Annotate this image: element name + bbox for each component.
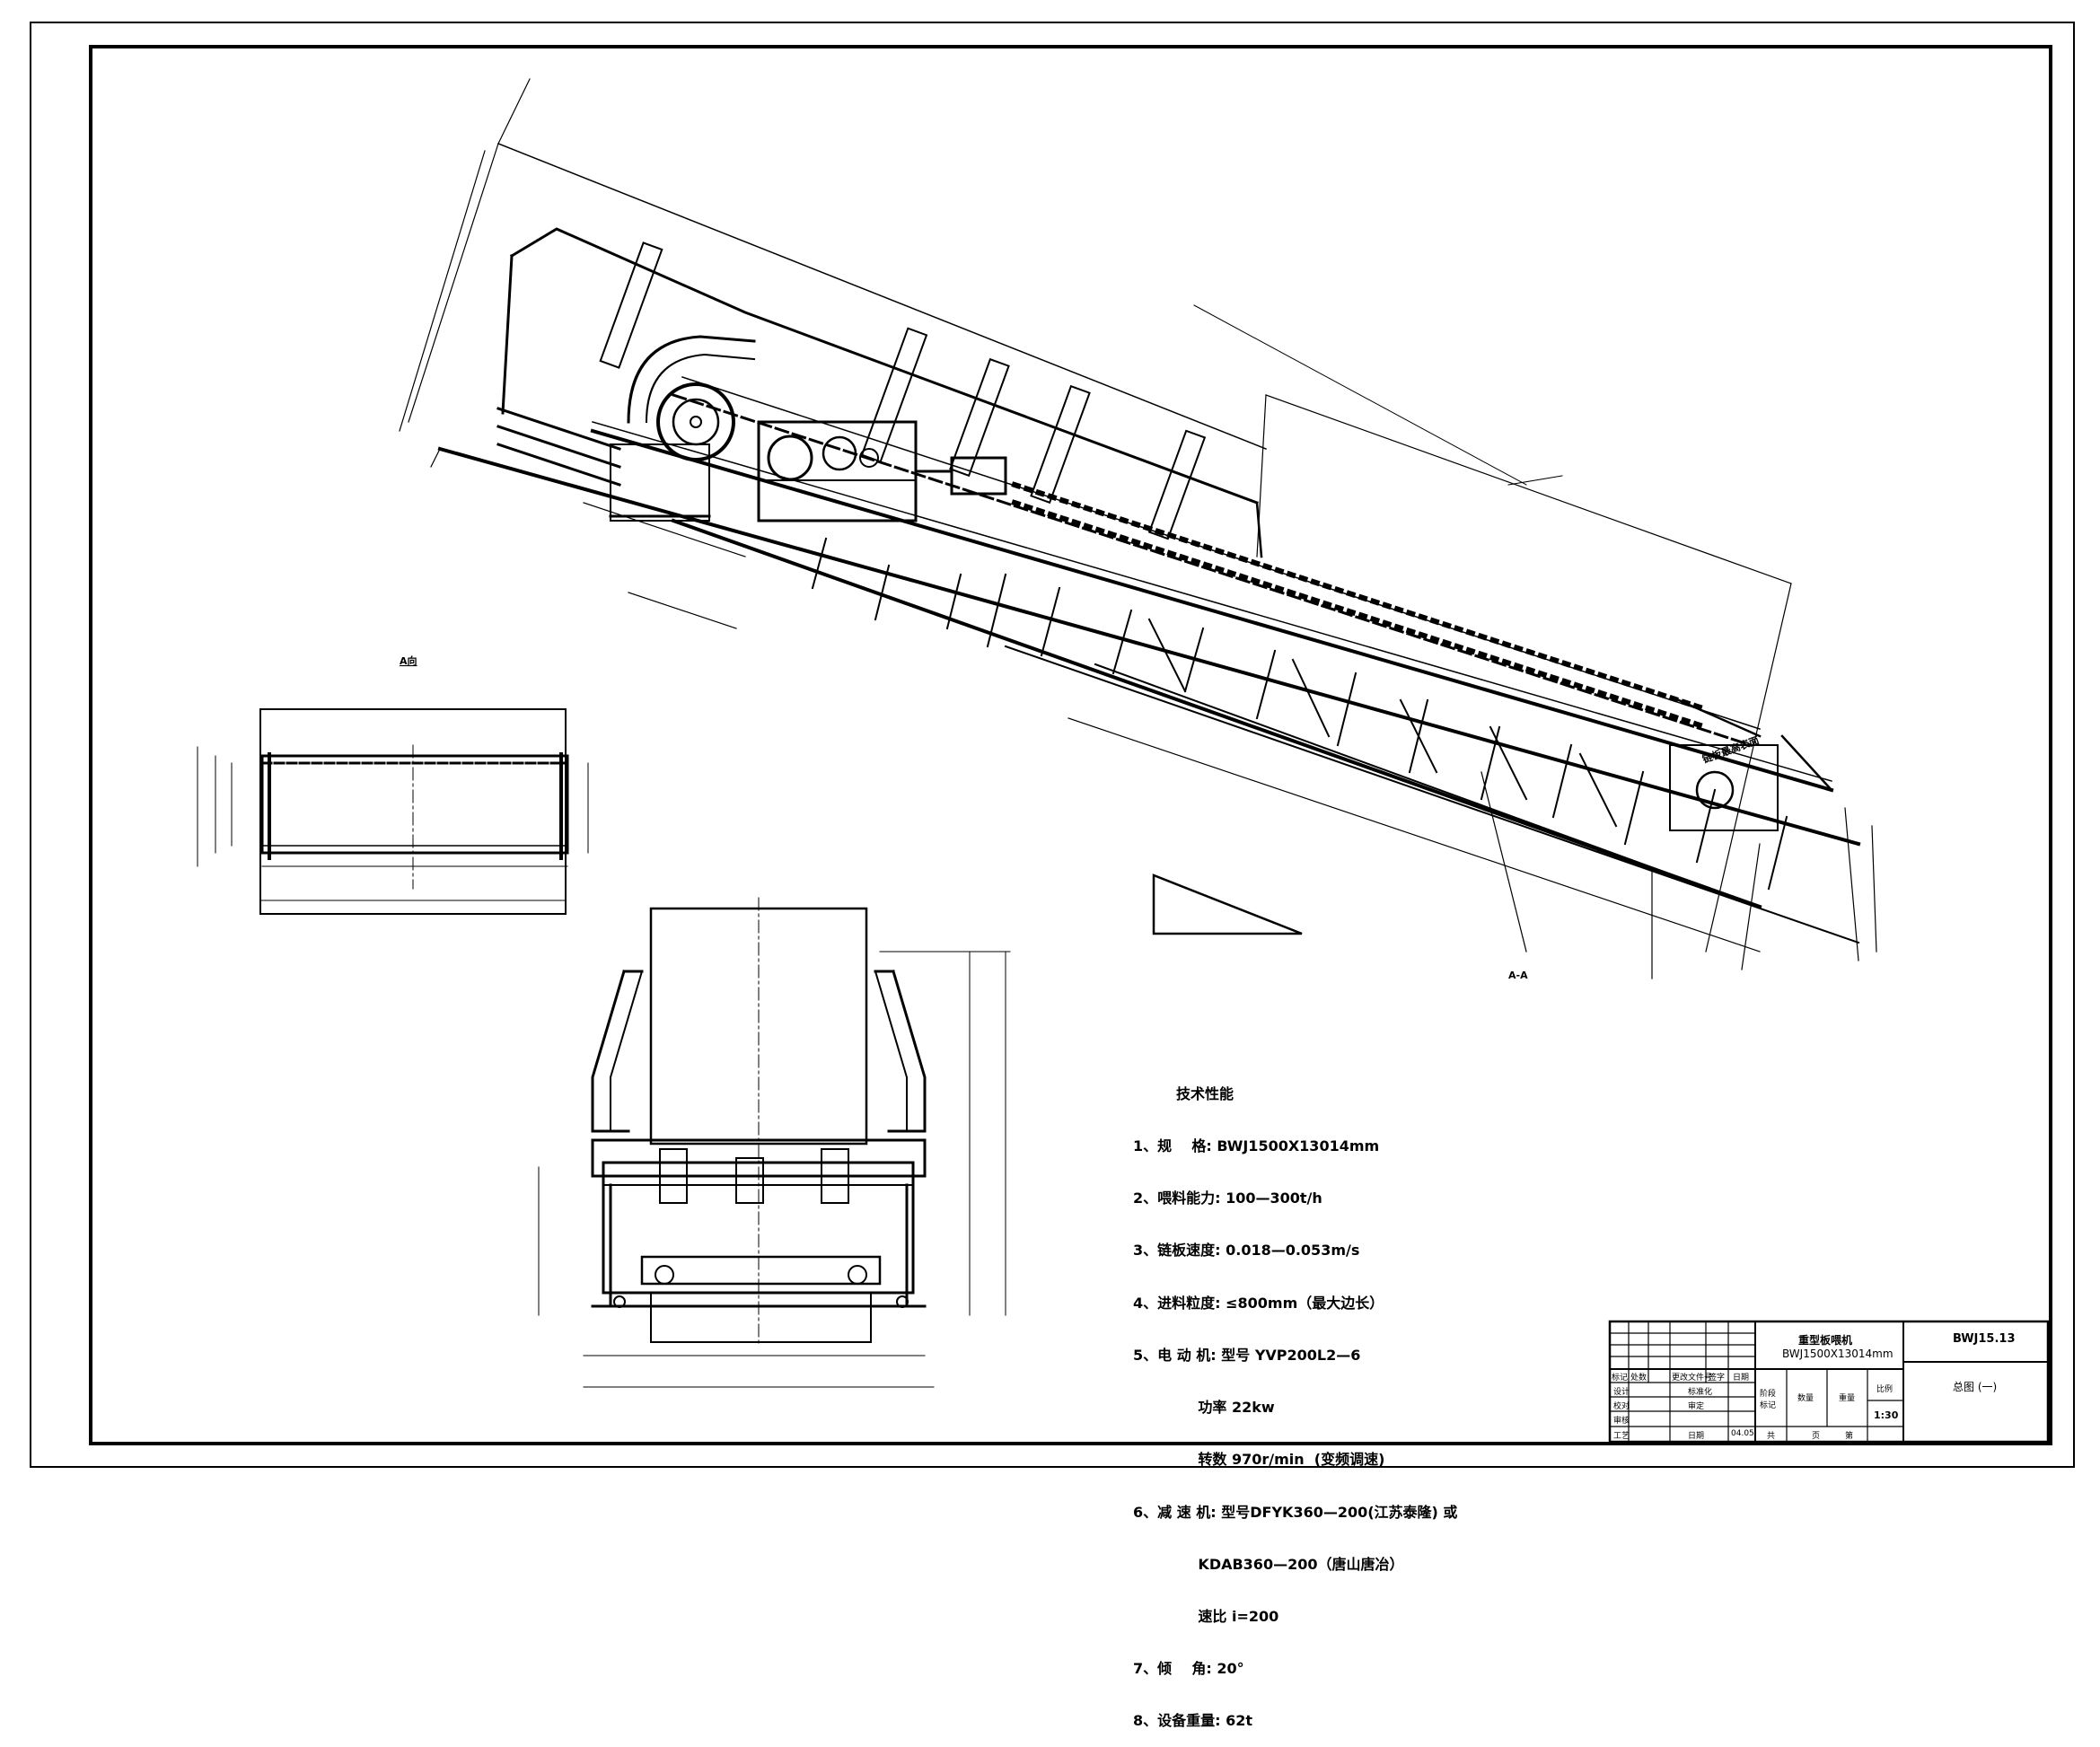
technical-specs: 技术性能 1、规 格: BWJ1500X13014mm 2、喂料能力: 100—… bbox=[1133, 1050, 1457, 1747]
spec-item: KDAB360—200（唐山唐冶） bbox=[1133, 1555, 1404, 1573]
spec-item: 功率 22kw bbox=[1133, 1399, 1275, 1417]
specs-title: 技术性能 bbox=[1176, 1084, 1235, 1102]
date-value: 04.05 bbox=[1731, 1429, 1754, 1438]
drawing-code: BWJ15.13 bbox=[1953, 1332, 2016, 1346]
header-quantity: 数量 bbox=[1797, 1394, 1814, 1403]
header-total: 共 bbox=[1767, 1432, 1776, 1441]
spec-item: 2、喂料能力: 100—300t/h bbox=[1133, 1190, 1322, 1207]
spec-item: 3、链板速度: 0.018—0.053m/s bbox=[1133, 1242, 1360, 1260]
outer-border bbox=[30, 22, 2075, 1468]
equipment-model: BWJ1500X13014mm bbox=[1782, 1348, 1894, 1360]
main-elevation-view bbox=[399, 78, 1877, 979]
header-process: 工艺 bbox=[1613, 1432, 1630, 1441]
slope-triangle bbox=[1152, 874, 1303, 935]
header-weight: 重量 bbox=[1839, 1394, 1856, 1403]
spec-item: 6、减 速 机: 型号DFYK360—200(江苏泰隆) 或 bbox=[1133, 1503, 1458, 1521]
header-mark: 标记 bbox=[1612, 1374, 1629, 1383]
spec-item: 转数 970r/min (变频调速) bbox=[1133, 1451, 1385, 1469]
header-count: 处数 bbox=[1630, 1374, 1647, 1383]
header-standardize: 标准化 bbox=[1688, 1388, 1713, 1397]
header-sheet-no: 第 bbox=[1845, 1432, 1854, 1441]
drawing-sheet: A向 A-A 链板最高表面 bbox=[30, 22, 2075, 1468]
header-audit: 审核 bbox=[1613, 1417, 1630, 1426]
title-block bbox=[1608, 1320, 2050, 1444]
scale-value: 1:30 bbox=[1874, 1409, 1899, 1421]
header-sign: 签字 bbox=[1709, 1374, 1726, 1383]
spec-item: 5、电 动 机: 型号 YVP200L2—6 bbox=[1133, 1346, 1361, 1364]
spec-item: 7、倾 角: 20° bbox=[1133, 1660, 1244, 1678]
view-a-label: A向 bbox=[400, 654, 417, 667]
cross-section-view bbox=[538, 897, 1011, 1388]
header-date2: 日期 bbox=[1688, 1432, 1705, 1441]
header-ratio: 比例 bbox=[1876, 1385, 1894, 1394]
header-review: 审定 bbox=[1688, 1402, 1705, 1411]
equipment-name: 重型板喂机 bbox=[1798, 1334, 1853, 1347]
header-check: 校对 bbox=[1613, 1402, 1630, 1411]
header-design: 设计 bbox=[1613, 1388, 1630, 1397]
sheet-name: 总图 (一) bbox=[1953, 1381, 1998, 1393]
spec-item: 1、规 格: BWJ1500X13014mm bbox=[1133, 1137, 1380, 1155]
spec-item: 速比 i=200 bbox=[1133, 1608, 1279, 1625]
header-change-doc: 更改文件号 bbox=[1672, 1374, 1713, 1383]
spec-item: 4、进料粒度: ≤800mm（最大边长） bbox=[1133, 1294, 1384, 1312]
header-page: 页 bbox=[1812, 1432, 1821, 1441]
header-stage-mark: 阶段标记 bbox=[1760, 1390, 1777, 1410]
section-label: A-A bbox=[1508, 970, 1528, 981]
inner-border bbox=[89, 45, 2052, 1445]
header-date: 日期 bbox=[1733, 1374, 1750, 1383]
view-a bbox=[197, 708, 589, 915]
spec-item: 8、设备重量: 62t bbox=[1133, 1712, 1253, 1730]
